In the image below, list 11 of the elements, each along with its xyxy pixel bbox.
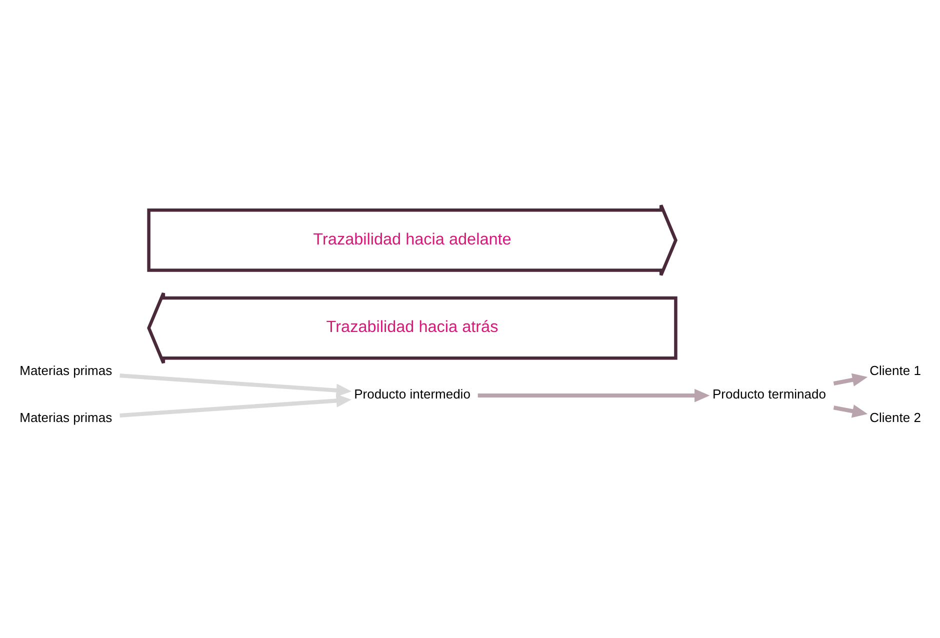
node-text: Materias primas bbox=[20, 410, 112, 425]
node-text: Producto intermedio bbox=[354, 386, 470, 402]
node-text: Cliente 2 bbox=[870, 410, 921, 425]
arrow bbox=[833, 404, 868, 418]
node-text: Producto terminado bbox=[712, 386, 826, 402]
node-text: Materias primas bbox=[20, 362, 112, 378]
node-text: Cliente 1 bbox=[870, 362, 921, 378]
arrow bbox=[120, 394, 352, 417]
arrow bbox=[120, 373, 352, 397]
arrow bbox=[833, 372, 868, 386]
arrow bbox=[478, 388, 710, 402]
